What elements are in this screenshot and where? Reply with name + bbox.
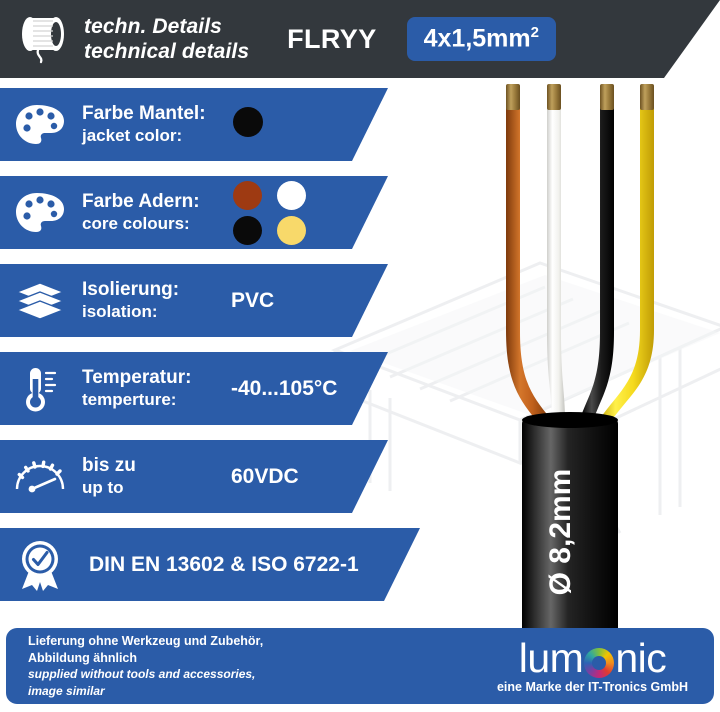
thermometer-icon [14,363,66,415]
label-de: Farbe Adern: [82,191,200,212]
brand-text-pre: lum [518,635,584,681]
spec-value-temperature: -40...105°C [231,376,338,400]
spec-rows: Farbe Mantel: jacket color: Farbe [0,88,460,616]
product-type-label: FLRYY [287,23,377,54]
footer-notes: Lieferung ohne Werkzeug und Zubehör, Abb… [28,633,263,699]
spec-row-voltage: bis zu up to 60VDC [0,440,388,513]
spec-label-jacket-color: Farbe Mantel: jacket color: [82,103,227,146]
label-de: Isolierung: [82,279,180,300]
spec-label-core-colours: Farbe Adern: core colours: [82,191,227,234]
cable-spool-icon [16,14,70,64]
layers-icon [14,275,66,327]
spec-label-voltage: bis zu up to [82,455,227,498]
footer-bar: Lieferung ohne Werkzeug und Zubehör, Abb… [6,628,714,704]
palette-icon [14,99,66,151]
jacket-color-swatches [233,107,263,142]
swatch-black [233,107,263,137]
label-de: Farbe Mantel: [82,103,206,124]
spec-value-voltage: 60VDC [231,464,299,488]
certificate-icon [14,539,66,591]
palette-icon [14,187,66,239]
cable-photo: Ø 8,2mm [440,80,720,640]
swatch-yellow [277,216,306,245]
label-de: bis zu [82,455,136,476]
brand-subtitle: eine Marke der IT-Tronics GmbH [496,680,688,694]
footer-note-de-1: Lieferung ohne Werkzeug und Zubehör, [28,634,264,648]
label-en: up to [82,478,124,497]
cross-section-badge: 4x1,5mm2 [406,16,556,62]
swatch-brown [233,181,262,210]
lumonic-logo: lum nic [519,638,667,679]
spec-row-core-colours: Farbe Adern: core colours: [0,176,388,249]
footer-note-en-2: image similar [28,683,105,698]
core-colour-swatches [233,181,307,245]
header-bar: techn. Details technical details FLRYY 4… [0,0,720,78]
brand-block: lum nic eine Marke der IT-Tronics GmbH [496,638,688,695]
spec-value-isolation: PVC [231,288,275,312]
spec-row-jacket-color: Farbe Mantel: jacket color: [0,88,388,161]
spec-row-isolation: Isolierung: isolation: PVC [0,264,388,337]
header-titles: techn. Details technical details [84,14,249,64]
rainbow-ring-icon [584,647,615,678]
header-title-en: technical details [84,40,250,63]
badge-value: 4x1,5mm [423,24,531,53]
background-photo [330,215,720,545]
spec-row-temperature: Temperatur: temperture: -40...105°C [0,352,388,425]
gauge-icon [14,451,66,503]
spec-value-certification: DIN EN 13602 & ISO 6722-1 [89,552,359,576]
label-de: Temperatur: [82,367,192,388]
label-en: core colours: [82,214,190,233]
label-en: isolation: [82,302,158,321]
label-en: temperture: [82,390,177,409]
footer-note-de-2: Abbildung ähnlich [28,650,138,665]
swatch-black [233,216,262,245]
spec-row-certification: DIN EN 13602 & ISO 6722-1 [0,528,420,601]
label-en: jacket color: [82,126,183,145]
badge-superscript: 2 [530,23,539,41]
spec-label-temperature: Temperatur: temperture: [82,367,227,410]
brand-text-post: nic [615,635,667,681]
header-title-de: techn. Details [84,15,222,38]
diameter-label: Ø 8,2mm [544,469,577,596]
spec-label-isolation: Isolierung: isolation: [82,279,227,322]
swatch-white [277,181,306,210]
footer-note-en-1: supplied without tools and accessories, [28,667,256,681]
